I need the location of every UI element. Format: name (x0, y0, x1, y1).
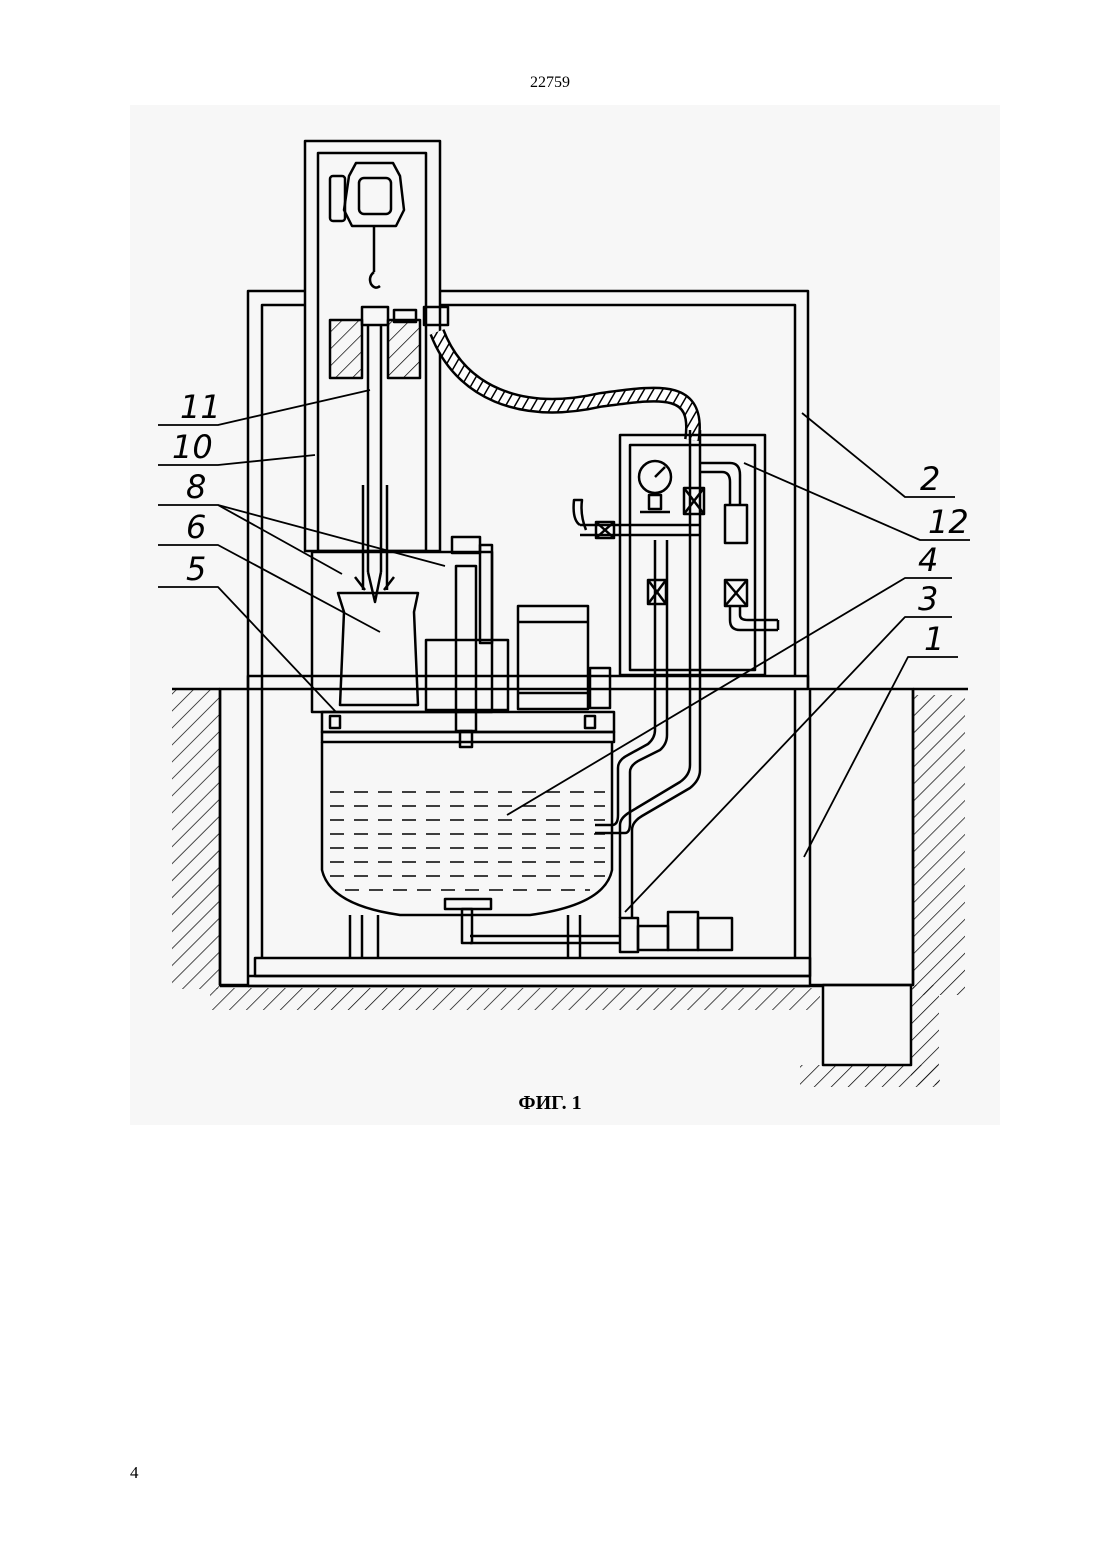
control-panel (574, 435, 778, 675)
callout-6: 6 (186, 508, 206, 546)
callout-10: 10 (172, 428, 213, 466)
ground-right (913, 689, 968, 995)
ground-left (172, 689, 220, 989)
pump-unit (470, 912, 732, 952)
cabinet-frame (248, 291, 808, 958)
callout-3: 3 (918, 580, 938, 618)
leader-lines (158, 390, 970, 912)
tank-flange (322, 712, 614, 742)
counterweight (330, 307, 448, 602)
callout-8: 8 (186, 468, 206, 506)
callout-1: 1 (924, 620, 944, 658)
page-number-bottom: 4 (130, 1463, 139, 1483)
flexible-hose (437, 332, 693, 440)
figure-caption: ФИГ. 1 (0, 1092, 1100, 1115)
liquid-tank (322, 742, 612, 958)
container-basket (338, 566, 610, 747)
callout-labels: 11 10 8 6 5 2 12 4 3 1 (172, 388, 969, 658)
upper-housing (312, 537, 492, 712)
callout-11: 11 (180, 388, 221, 426)
callout-12: 12 (928, 503, 969, 541)
hoist-motor (330, 163, 404, 288)
pit-enclosure (220, 689, 913, 986)
callout-2: 2 (920, 460, 940, 498)
callout-5: 5 (186, 550, 206, 588)
callout-4: 4 (918, 541, 938, 579)
ground-floor (210, 985, 940, 1087)
